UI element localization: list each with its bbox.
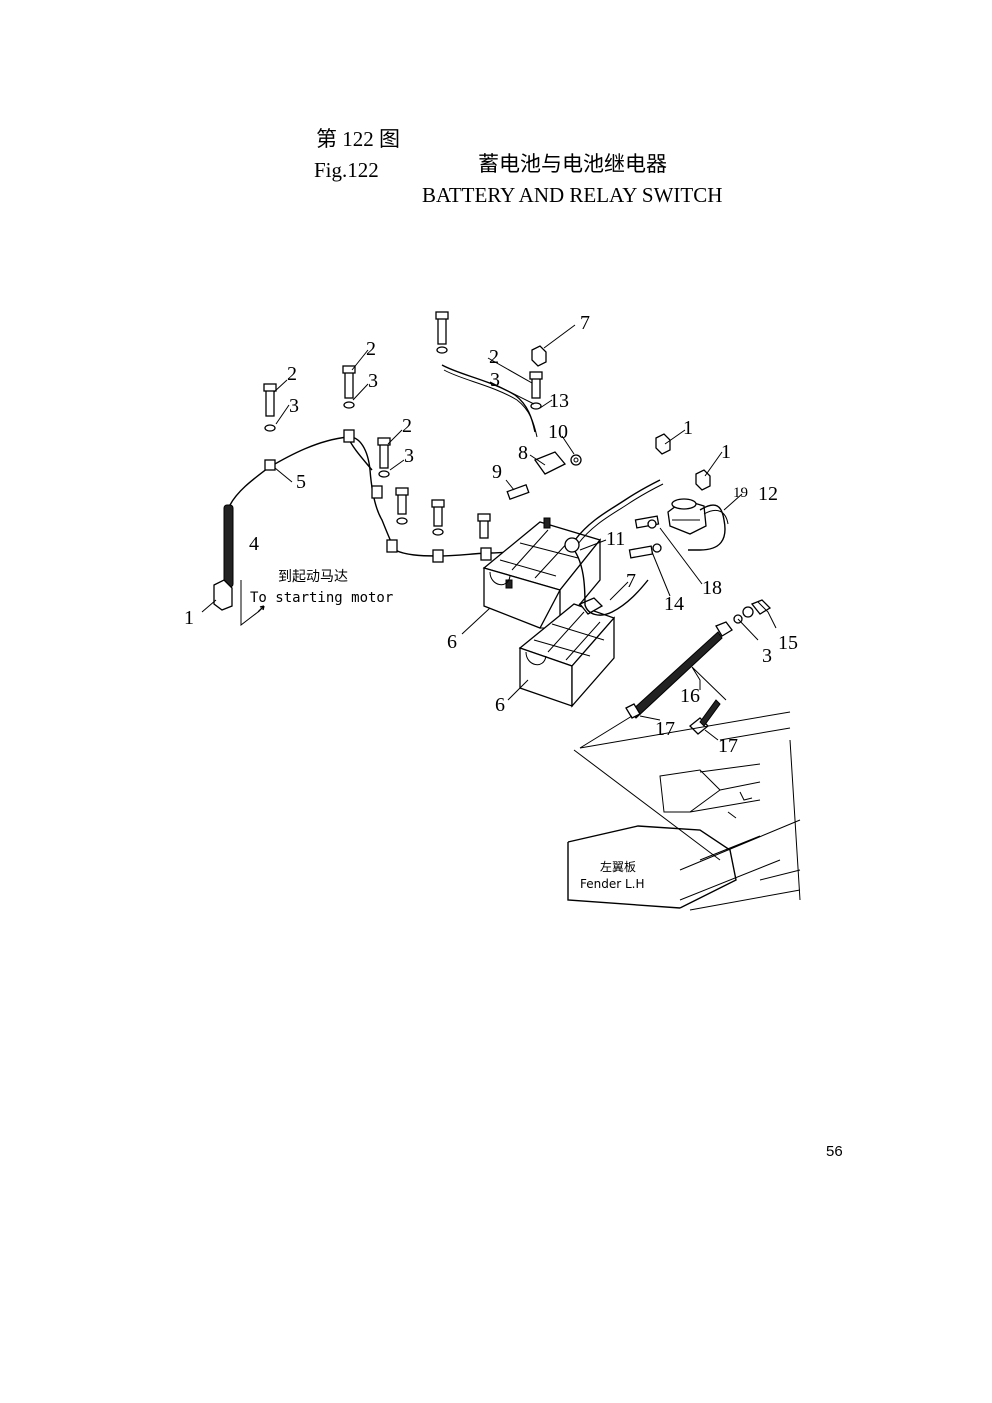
leader-lines: [201, 324, 743, 741]
callout-13: 13: [549, 390, 569, 412]
callout-7: 7: [626, 570, 636, 592]
clamp-bottom-1: [432, 549, 444, 563]
callout-3: 3: [368, 370, 378, 392]
annotation-to-motor-en: To starting motor: [250, 590, 393, 606]
figure-caption-en: BATTERY AND RELAY SWITCH: [422, 183, 723, 207]
callout-3: 3: [490, 369, 500, 391]
callout-6: 6: [495, 694, 505, 716]
figure-title-cn: 第 122 图 蓄电池与电池继电器: [0, 98, 992, 198]
clamp-top: [343, 429, 355, 443]
callout-12: 12: [758, 483, 778, 505]
figure-number-cn: 第 122 图: [316, 127, 400, 151]
callout-11: 11: [606, 528, 625, 550]
callout-15: 15: [778, 632, 798, 654]
callout-2: 2: [287, 363, 297, 385]
callout-3: 3: [289, 395, 299, 417]
cable-4: [223, 504, 234, 588]
callout-19: 19: [733, 485, 748, 501]
callout-8: 8: [518, 442, 528, 464]
callout-3: 3: [404, 445, 414, 467]
fender-lh: [567, 711, 801, 911]
wiring-harness: [213, 429, 561, 627]
callout-6: 6: [447, 631, 457, 653]
callout-10: 10: [548, 421, 568, 443]
bolt-group-d: [395, 487, 491, 539]
bolt-group-b: [342, 365, 356, 409]
callout-1: 1: [721, 441, 731, 463]
callout-2: 2: [366, 338, 376, 360]
callout-17: 17: [655, 718, 675, 740]
terminal-7-top: [531, 345, 547, 367]
annotation-fender-cn: 左翼板: [600, 859, 636, 874]
callout-3: 3: [762, 645, 772, 667]
callout-17: 17: [718, 735, 738, 757]
bolt-group-a: [263, 383, 277, 432]
callout-7: 7: [580, 312, 590, 334]
figure-title-en: Fig.122 BATTERY AND RELAY SWITCH: [0, 133, 992, 233]
battery-lower: [518, 597, 616, 708]
cable-16: [625, 599, 777, 735]
clamp-mid: [371, 485, 383, 499]
clamp-lower: [386, 539, 398, 553]
battery-relay-switch: [628, 433, 729, 559]
callout-1: 1: [184, 607, 194, 629]
terminal-1-left: [213, 579, 233, 611]
callout-18: 18: [702, 577, 722, 599]
callout-numbers: 1 2 3 2 3 2 3 2 3 7 13 10 8 9 1 1 19 12 …: [184, 312, 798, 757]
figure-caption-cn: 蓄电池与电池继电器: [478, 152, 667, 176]
battery-upper: [482, 517, 602, 630]
callout-16: 16: [680, 685, 700, 707]
page-number: 56: [826, 1143, 843, 1160]
callout-4: 4: [249, 533, 259, 555]
callout-2: 2: [402, 415, 412, 437]
callout-5: 5: [296, 471, 306, 493]
figure-number-en: Fig.122: [314, 158, 379, 182]
callout-9: 9: [492, 461, 502, 483]
callout-2: 2: [489, 346, 499, 368]
clamp-5: [264, 459, 276, 471]
annotation-to-motor-cn: 到起动马达: [278, 569, 348, 585]
callout-1: 1: [683, 417, 693, 439]
clamp-bottom-2: [480, 547, 492, 561]
callout-14: 14: [664, 593, 684, 615]
annotation-fender-en: Fender L.H: [580, 877, 645, 891]
